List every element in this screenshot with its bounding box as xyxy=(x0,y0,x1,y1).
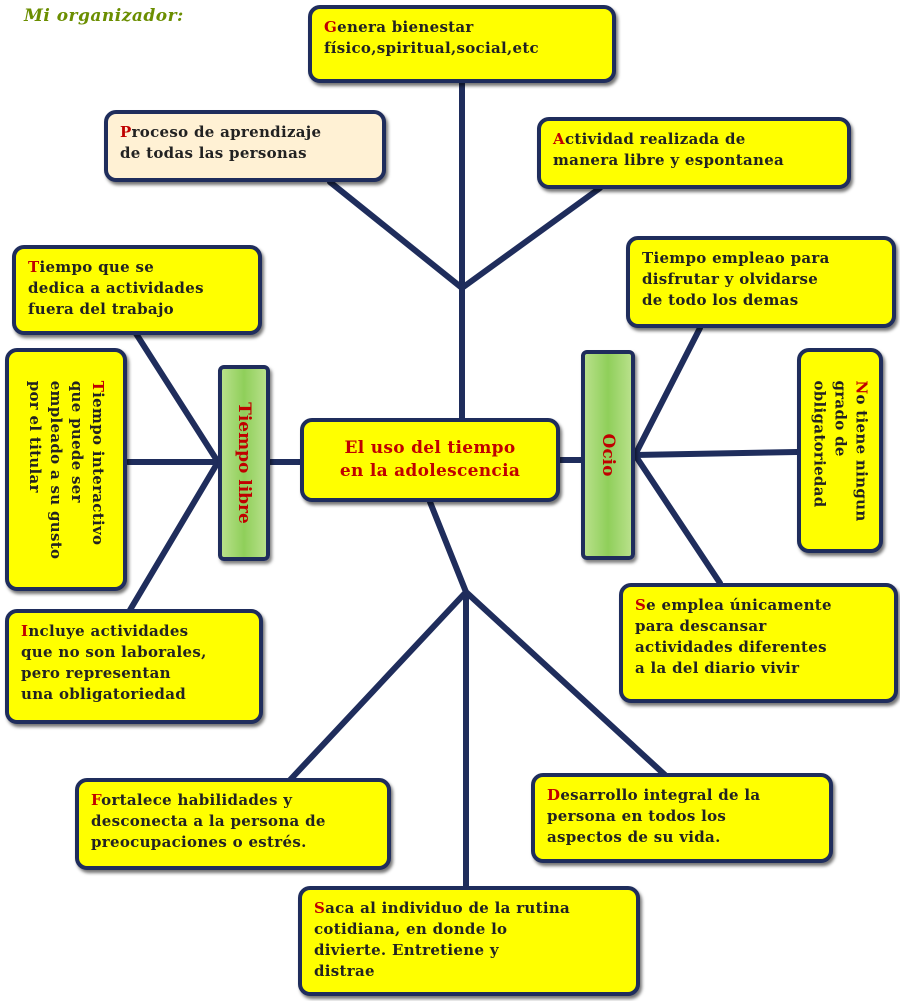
node-tiempo-que-se-dedica: Tiempo que se dedica a actividades fuera… xyxy=(12,245,262,335)
page-title: Mi organizador: xyxy=(24,6,184,26)
node-desarrollo-integral: Desarrollo integral de la persona en tod… xyxy=(531,773,833,863)
connector-center-bottom xyxy=(427,499,469,595)
node-se-emplea: Se emplea únicamente para descansar acti… xyxy=(619,583,898,703)
node-initial: S xyxy=(314,899,326,917)
connector-top-proceso xyxy=(327,179,465,291)
node-no-tiene-text: No tiene ningun grado de obligatoriedad xyxy=(810,379,871,522)
branch-tiempo-libre: Tiempo libre xyxy=(218,365,270,561)
connector-left-tiempo-dedica xyxy=(132,329,221,465)
central-topic: El uso del tiempo en la adolescencia xyxy=(300,418,560,502)
branch-tiempo-libre-label: Tiempo libre xyxy=(234,402,254,524)
node-tiempo-interactivo: Tiempo interactivo que puede ser emplead… xyxy=(5,348,127,591)
node-genera-bienestar: Genera bienestar físico,spiritual,social… xyxy=(308,5,616,83)
node-initial: I xyxy=(21,622,29,640)
node-tiempo-empleao: Tiempo empleao para disfrutar y olvidars… xyxy=(626,236,896,328)
branch-ocio-label: Ocio xyxy=(598,433,618,477)
connector-left-incluye xyxy=(127,459,221,613)
node-initial: S xyxy=(635,596,647,614)
node-initial: T xyxy=(28,258,40,276)
node-initial: G xyxy=(324,18,338,36)
connector-right-tiempo-empleao xyxy=(632,325,703,458)
node-initial: T xyxy=(89,380,107,392)
node-actividad-realizada: Actividad realizada de manera libre y es… xyxy=(537,117,851,189)
node-proceso-aprendizaje: Proceso de aprendizaje de todas las pers… xyxy=(104,110,386,182)
connector-bottom-desarrollo xyxy=(463,589,668,778)
node-initial: N xyxy=(852,379,871,394)
node-initial: D xyxy=(547,786,561,804)
connector-bottom-fortalece xyxy=(287,589,469,783)
connector-right-se-emplea xyxy=(632,452,723,586)
node-initial: A xyxy=(553,130,565,148)
central-topic-line2: en la adolescencia xyxy=(339,461,521,481)
node-incluye-actividades: Incluye actividades que no son laborales… xyxy=(5,609,263,724)
connector-right-no-tiene xyxy=(632,449,800,458)
node-saca-al-individuo: Saca al individuo de la rutina cotidiana… xyxy=(298,886,640,996)
node-initial: P xyxy=(120,123,132,141)
node-initial: F xyxy=(91,791,102,809)
branch-ocio: Ocio xyxy=(581,350,635,560)
node-fortalece-habilidades: Fortalece habilidades y desconecta a la … xyxy=(75,778,391,870)
central-topic-line1: El uso del tiempo xyxy=(344,438,516,458)
node-tiempo-interactivo-text: Tiempo interactivo que puede ser emplead… xyxy=(26,380,107,559)
connector-top-actividad xyxy=(459,185,603,291)
node-no-tiene-obligatoriedad: No tiene ningun grado de obligatoriedad xyxy=(797,348,883,553)
